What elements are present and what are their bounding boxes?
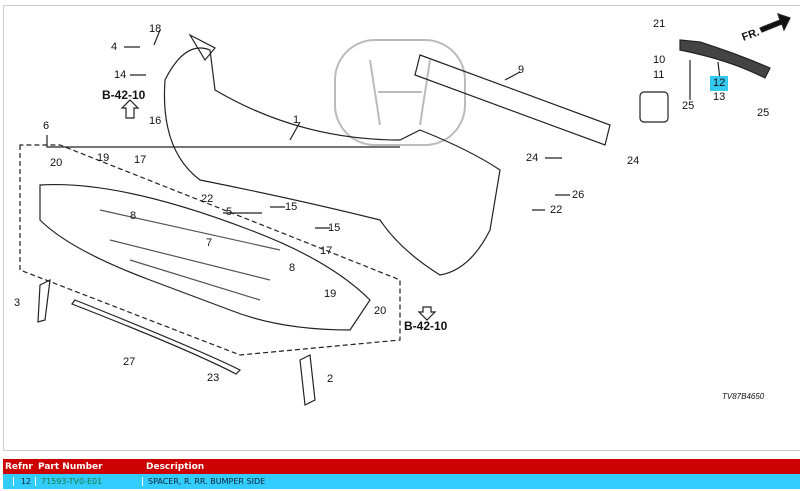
- table-header: Refnr Part Number Description: [3, 459, 800, 474]
- callout-2: 2: [327, 373, 334, 385]
- callout-9: 9: [518, 64, 525, 76]
- callout-20b: 20: [374, 305, 387, 317]
- callout-25: 25: [682, 100, 695, 112]
- bumper-cover: [163, 47, 501, 276]
- cell-part-number[interactable]: 71593-TV0-E01: [35, 477, 143, 486]
- callout-27: 27: [123, 356, 136, 368]
- callout-6: 6: [43, 120, 50, 132]
- spacer-part: [679, 39, 771, 79]
- bumper-skirt: [19, 144, 401, 356]
- front-arrow-icon: [759, 13, 791, 33]
- callout-26: 26: [572, 189, 585, 201]
- diagram-frame: [3, 5, 800, 451]
- reference-b-42-10[interactable]: B-42-10: [102, 88, 146, 102]
- cell-description: SPACER, R. RR. BUMPER SIDE: [148, 477, 266, 486]
- cell-refnr: 12: [13, 477, 35, 486]
- parts-diagram: [19, 13, 791, 406]
- callout-13: 13: [713, 91, 726, 103]
- callout-8: 8: [130, 210, 137, 222]
- parts-table: Refnr Part Number Description 12 71593-T…: [3, 459, 800, 489]
- callout-22: 22: [201, 193, 214, 205]
- callout-8b: 8: [289, 262, 296, 274]
- bumper-beam: [414, 54, 611, 146]
- callout-25b: 25: [757, 107, 770, 119]
- callout-14: 14: [114, 69, 127, 81]
- callout-23: 23: [207, 372, 220, 384]
- callout-11: 11: [653, 69, 665, 81]
- callout-4: 4: [111, 41, 118, 53]
- callout-17b: 17: [320, 245, 333, 257]
- reference-b-42-10-lower[interactable]: B-42-10: [404, 319, 448, 333]
- callout-19b: 19: [324, 288, 337, 300]
- callout-1: 1: [293, 114, 300, 126]
- callout-22b: 22: [550, 204, 563, 216]
- diagram-code: TV87B4650: [722, 392, 765, 401]
- callout-16: 16: [149, 115, 162, 127]
- callout-19: 19: [97, 152, 110, 164]
- callout-3: 3: [14, 297, 21, 309]
- callout-10: 10: [653, 54, 666, 66]
- callout-17: 17: [134, 154, 147, 166]
- callout-15b: 15: [328, 222, 341, 234]
- callout-12-highlighted[interactable]: 12: [710, 76, 729, 91]
- callout-7: 7: [206, 237, 213, 249]
- honda-logo-watermark: [334, 39, 466, 146]
- callout-24b: 24: [627, 155, 640, 167]
- callout-15: 15: [285, 201, 298, 213]
- header-description: Description: [146, 461, 205, 472]
- callout-20: 20: [50, 157, 63, 169]
- callout-24: 24: [526, 152, 539, 164]
- header-refnr: Refnr: [5, 461, 33, 472]
- header-part-number: Part Number: [38, 461, 103, 472]
- callout-18: 18: [149, 23, 162, 35]
- callout-5: 5: [226, 206, 233, 218]
- callout-21: 21: [653, 18, 666, 30]
- table-row[interactable]: 12 71593-TV0-E01 SPACER, R. RR. BUMPER S…: [3, 474, 800, 489]
